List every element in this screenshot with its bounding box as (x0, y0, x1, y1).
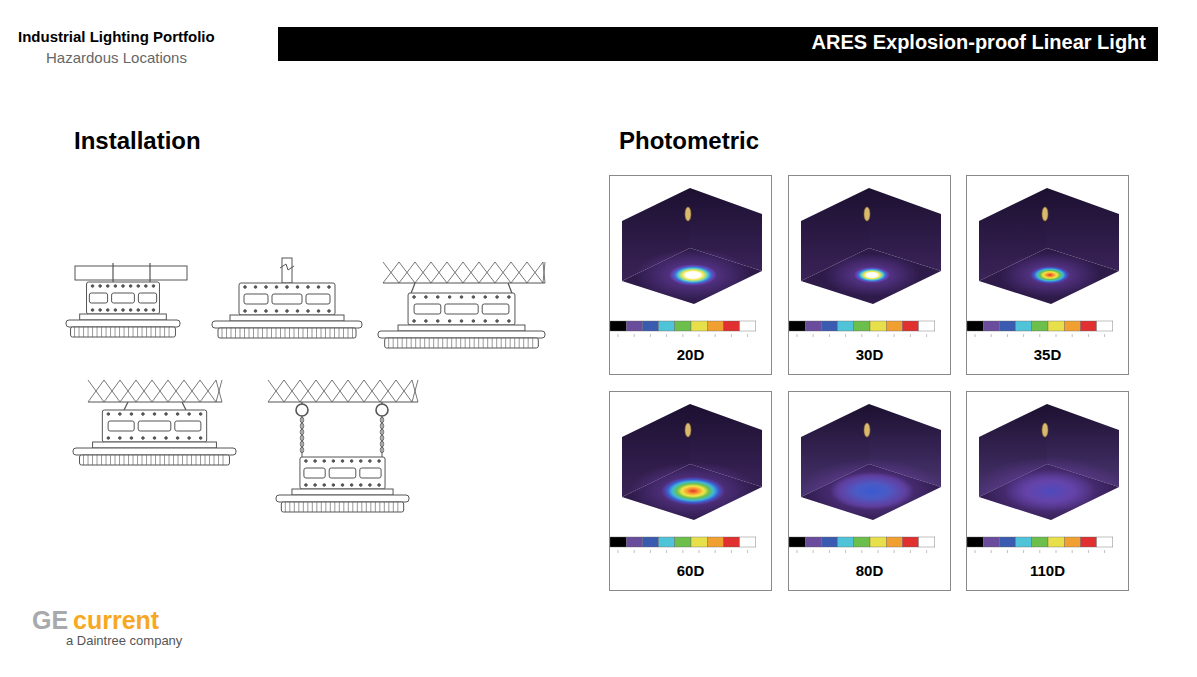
eye-bolt-stem (301, 402, 302, 404)
mount-clamp (112, 263, 113, 284)
mount-clamp (149, 263, 150, 284)
mounting-pole (282, 258, 292, 283)
luminaire-icon (864, 207, 870, 221)
fixture-drawing (66, 282, 180, 337)
box-floor (622, 248, 762, 304)
light-spot (854, 267, 890, 283)
section-subname: Hazardous Locations (46, 49, 187, 66)
chain-link (380, 429, 384, 435)
eye-bolt (376, 404, 388, 416)
color-scale (610, 537, 756, 553)
light-distribution-render (967, 176, 1128, 374)
beam-angle-label: 20D (610, 346, 771, 363)
fixture-drawing (378, 293, 545, 348)
light-distribution-render (610, 176, 771, 374)
light-distribution-render (610, 392, 771, 590)
light-spot (661, 477, 725, 506)
light-spot (1030, 266, 1070, 284)
luminaire-icon (864, 423, 870, 437)
photometric-panel: 35D (966, 175, 1129, 375)
fixture-drawing (276, 457, 409, 512)
ceiling-hatch (268, 380, 418, 402)
photometric-panel: 80D (788, 391, 951, 591)
box-floor (801, 248, 941, 304)
section-name: Industrial Lighting Portfolio (18, 28, 215, 45)
chain-link (380, 417, 384, 423)
photometric-panel: 20D (609, 175, 772, 375)
light-distribution-render (789, 176, 950, 374)
beam-angle-label: 80D (789, 562, 950, 579)
chain-link (380, 423, 384, 429)
color-scale (967, 537, 1113, 553)
photometric-panel: 30D (788, 175, 951, 375)
photometric-panel: 110D (966, 391, 1129, 591)
light-distribution-render (789, 392, 950, 590)
logo-word: GE (32, 606, 68, 635)
box-floor (979, 248, 1119, 304)
bracket (124, 402, 128, 410)
eye-bolt (296, 404, 308, 416)
luminaire-icon (685, 423, 691, 437)
color-scale (789, 321, 935, 337)
mounting-pipe (75, 266, 187, 280)
light-halo (635, 249, 751, 301)
light-spot (830, 472, 914, 510)
logo-word: current (73, 606, 159, 635)
light-halo (1000, 253, 1100, 298)
beam-angle-label: 110D (967, 562, 1128, 579)
chain-link (380, 447, 384, 453)
page-title: ARES Explosion-proof Linear Light (812, 31, 1146, 54)
light-halo (974, 457, 1126, 525)
ceiling-hatch (383, 262, 545, 283)
beam-angle-label: 35D (967, 346, 1128, 363)
eye-bolt-stem (381, 402, 382, 404)
fixture-drawing (73, 410, 236, 465)
heading: Installation (74, 127, 201, 155)
chain (382, 416, 383, 457)
heading: Photometric (619, 127, 759, 155)
luminaire-icon (1042, 423, 1048, 437)
luminaire-icon (685, 207, 691, 221)
light-distribution-render (967, 392, 1128, 590)
chain-link (300, 429, 304, 435)
photometric-panel: 60D (609, 391, 772, 591)
chain-link (300, 417, 304, 423)
break-mark (280, 264, 294, 270)
beam-angle-label: 60D (610, 562, 771, 579)
light-halo (824, 253, 920, 296)
bracket (182, 402, 186, 410)
color-scale (610, 321, 756, 337)
chain-link (380, 435, 384, 441)
light-halo (800, 459, 944, 524)
light-halo (629, 462, 757, 520)
chain-link (380, 441, 384, 447)
beam-angle-label: 30D (789, 346, 950, 363)
chain-link (300, 423, 304, 429)
light-spot (669, 264, 717, 286)
color-scale (967, 321, 1113, 337)
fixture-drawing (212, 283, 362, 338)
chain-link (300, 435, 304, 441)
ceiling-hatch (88, 380, 222, 402)
chain-link (300, 441, 304, 447)
chain (302, 416, 303, 457)
light-spot (1004, 470, 1096, 511)
logo-tagline: a Daintree company (66, 634, 182, 649)
chain-link (300, 447, 304, 453)
luminaire-icon (1042, 207, 1048, 221)
color-scale (789, 537, 935, 553)
